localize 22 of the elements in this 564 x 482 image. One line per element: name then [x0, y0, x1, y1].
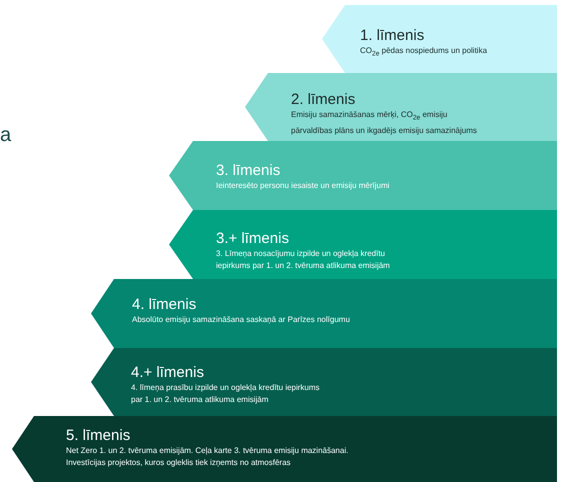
level-description: Absolūto emisiju samazināšana saskaņā ar Parīzes nolīgumu: [132, 314, 351, 326]
level-heading: 4. līmenis: [132, 296, 196, 313]
chevron-band: [12, 416, 557, 482]
chevron-band: [169, 141, 557, 210]
level-description: 3. Līmeņa nosacījumu izpilde un oglekļa kredītu iepirkums par 1. un 2. tvēruma atlikuma emisijām: [216, 248, 391, 272]
chevron-band: [169, 210, 557, 279]
level-description: CO$_{2e}$ pēdas nospiedums un politika: [360, 45, 488, 60]
level-heading: 5. līmenis: [66, 427, 130, 444]
level-description: 4. līmeņa prasību izpilde un oglekļa kredītu iepirkums par 1. un 2. tvēruma atlikuma emisijām: [131, 382, 321, 406]
level-heading: 2. līmenis: [291, 91, 356, 108]
heading-fragment: a: [0, 124, 12, 146]
level-heading: 3.+ līmenis: [216, 230, 289, 247]
chevron-band: [91, 279, 557, 348]
level-heading: 1. līmenis: [360, 27, 424, 44]
chevron-band: [322, 5, 557, 73]
level-description: Emisiju samazināšanas mērķi, CO$_{2e}$ emisiju pārvaldības plāns un ikgadējs emisiju samazinājums: [291, 109, 478, 137]
chevron-band: [245, 73, 557, 141]
level-description: Ieinteresēto personu iesaiste un emisiju mērījumi: [216, 180, 390, 192]
level-heading: 4.+ līmenis: [131, 364, 204, 381]
level-heading: 3. līmenis: [216, 162, 280, 179]
level-description: Net Zero 1. un 2. tvēruma emisijām. Ceļa karte 3. tvēruma emisiju mazināšanai. Investīcijas projektos, kuros ogleklis tiek izņemts no atmosfēras: [66, 445, 350, 469]
chevron-band: [91, 348, 557, 416]
